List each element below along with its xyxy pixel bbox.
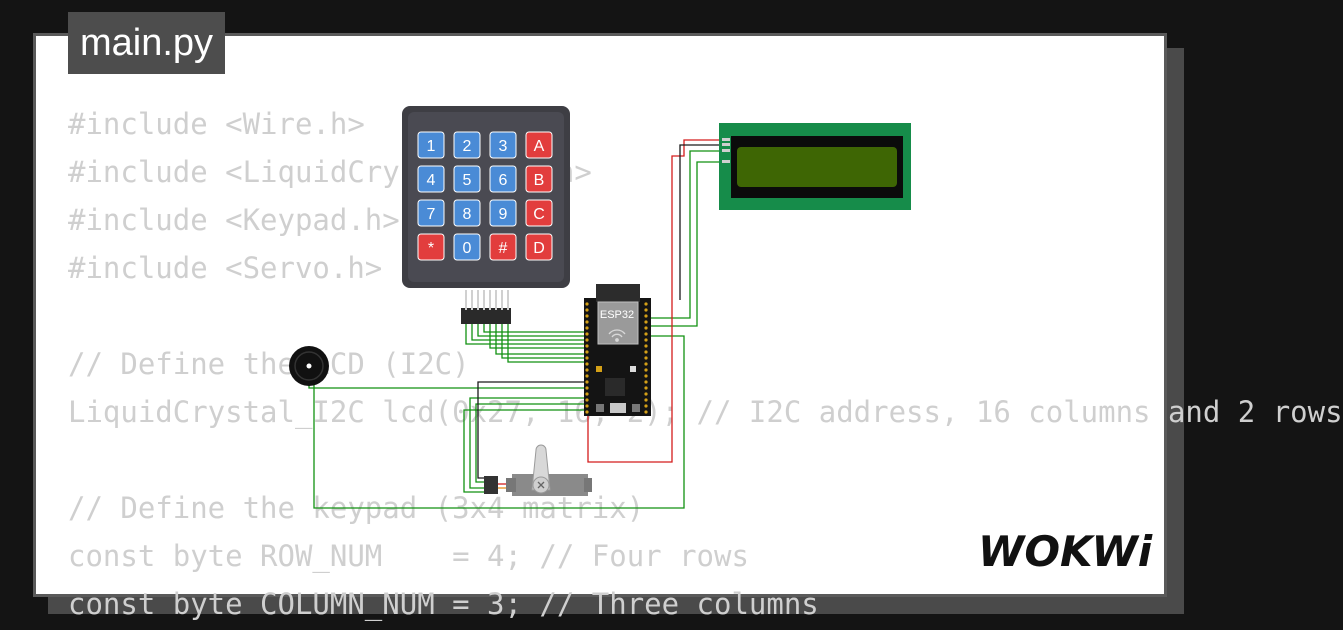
keypad-key[interactable]: 6 xyxy=(489,165,517,193)
keypad-key[interactable]: 1 xyxy=(417,131,445,159)
circuit-diagram: 1 2 3 A 4 5 6 B 7 8 9 C * 0 # D ESP32 xyxy=(289,106,911,509)
esp32-label: ESP32 xyxy=(600,309,634,321)
keypad-key-label: A xyxy=(534,138,545,155)
keypad[interactable]: 1 2 3 A 4 5 6 B 7 8 9 C * 0 # D xyxy=(402,106,570,324)
keypad-key-label: # xyxy=(499,240,508,257)
keypad-key[interactable]: 8 xyxy=(453,199,481,227)
keypad-key[interactable]: 5 xyxy=(453,165,481,193)
file-tab[interactable]: main.py xyxy=(68,12,226,74)
code-line: #include <Wire.h> xyxy=(68,107,365,141)
keypad-key[interactable]: 0 xyxy=(453,233,481,261)
esp32-board[interactable]: ESP32 xyxy=(584,284,651,416)
keypad-key-label: D xyxy=(533,240,545,257)
lcd-display[interactable] xyxy=(719,123,911,210)
code-line: #include <Keypad.h> xyxy=(68,203,400,237)
keypad-key[interactable]: A xyxy=(525,131,553,159)
keypad-key-label: 1 xyxy=(427,138,436,155)
wires xyxy=(308,139,723,509)
keypad-key[interactable]: 2 xyxy=(453,131,481,159)
keypad-key-label: 3 xyxy=(499,138,508,155)
keypad-key[interactable]: 4 xyxy=(417,165,445,193)
code-line: // Define the LCD (I2C) xyxy=(68,347,470,381)
code-line: const byte ROW_NUM = 4; // Four rows xyxy=(68,539,749,573)
keypad-key[interactable]: 3 xyxy=(489,131,517,159)
keypad-key-label: 9 xyxy=(499,206,508,223)
wifi-icon xyxy=(608,329,626,342)
keypad-key[interactable]: 9 xyxy=(489,199,517,227)
code-line: LiquidCrystal_I2C lcd(0x27, 16, 2); // I… xyxy=(68,395,1343,429)
keypad-key-label: 8 xyxy=(463,206,472,223)
keypad-pin-header xyxy=(461,290,511,324)
keypad-key[interactable]: D xyxy=(525,233,553,261)
keypad-key[interactable]: C xyxy=(525,199,553,227)
keypad-key[interactable]: B xyxy=(525,165,553,193)
keypad-key-label: 4 xyxy=(427,172,436,189)
keypad-key-label: B xyxy=(534,172,545,189)
keypad-key-label: 7 xyxy=(427,206,436,223)
keypad-key-label: * xyxy=(428,240,434,257)
code-line: const byte COLUMN_NUM = 3; // Three colu… xyxy=(68,587,819,621)
keypad-key[interactable]: * xyxy=(417,233,445,261)
code-line: #include <Servo.h> xyxy=(68,251,383,285)
keypad-key-label: 5 xyxy=(463,172,472,189)
buzzer xyxy=(289,346,329,386)
keypad-key-label: C xyxy=(533,206,545,223)
wokwi-logo: WOKWi xyxy=(978,527,1153,576)
wokwi-logo-text: WOKWi xyxy=(978,527,1153,576)
keypad-key[interactable]: 7 xyxy=(417,199,445,227)
servo-motor xyxy=(484,444,592,496)
keypad-key-label: 2 xyxy=(463,138,472,155)
code-preview: #include <Wire.h> #include <LiquidCrysta… xyxy=(68,100,1343,628)
keypad-key-label: 0 xyxy=(463,240,472,257)
keypad-key-label: 6 xyxy=(499,172,508,189)
keypad-key[interactable]: # xyxy=(489,233,517,261)
